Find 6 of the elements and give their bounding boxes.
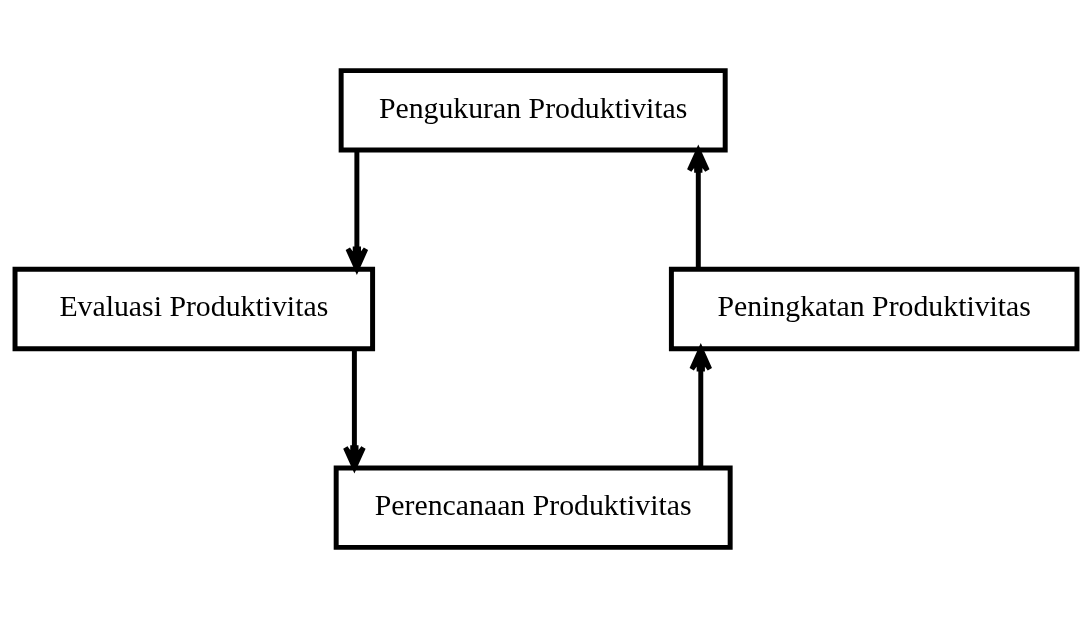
arrow	[686, 147, 710, 269]
node-box: Pengukuran Produktivitas	[338, 67, 728, 153]
arrow	[689, 346, 713, 467]
node-box: Peningkatan Produktivitas	[668, 266, 1080, 351]
node-box: Evaluasi Produktivitas	[12, 266, 376, 351]
node-box: Perencanaan Produktivitas	[333, 464, 733, 550]
